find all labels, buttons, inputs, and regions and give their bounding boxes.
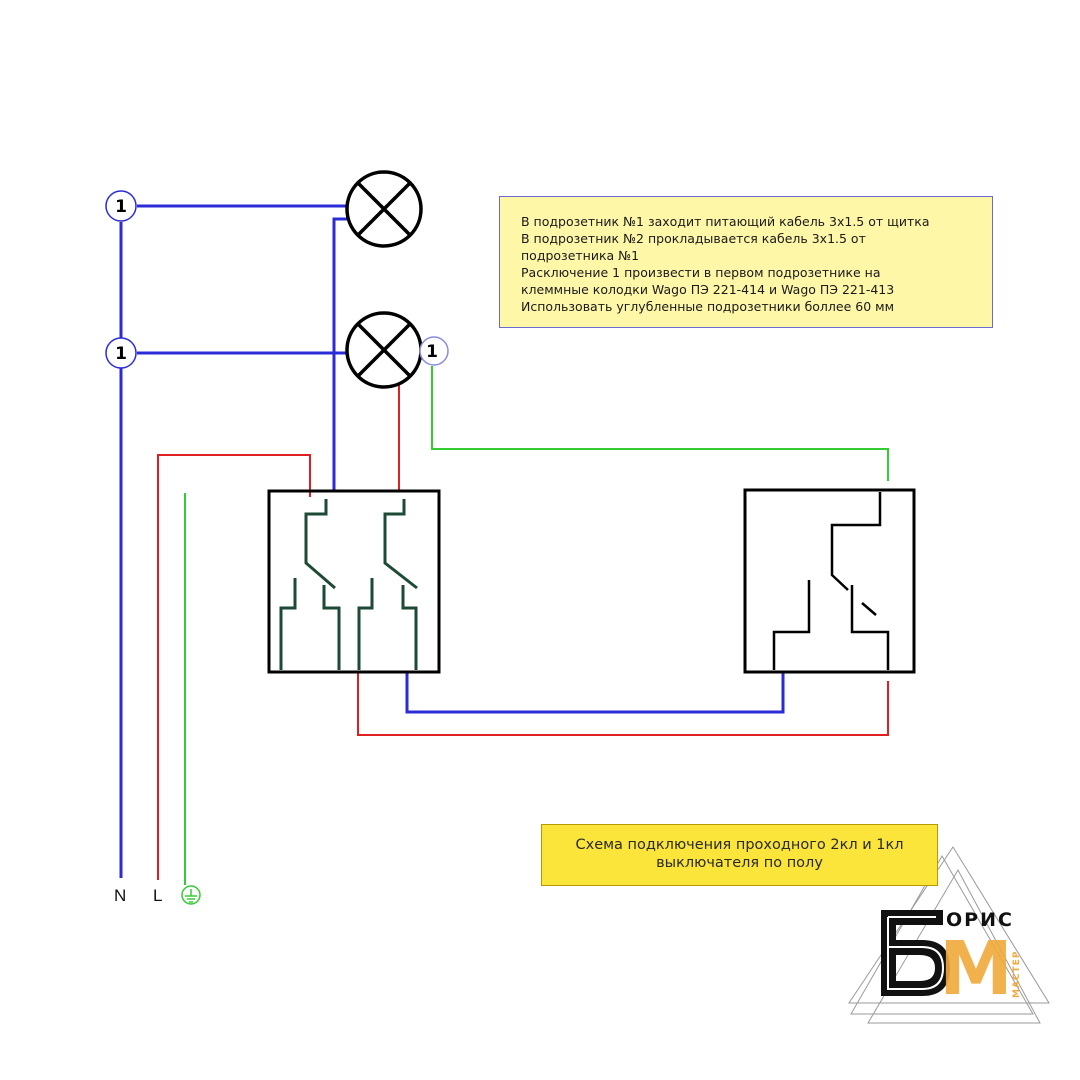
- traveler-wire-red: [357, 673, 889, 736]
- switch-2-box: [743, 488, 916, 674]
- logo-subtitle: МАСТЕР: [1012, 951, 1022, 998]
- traveler-wire-blue: [405, 673, 785, 714]
- logo-word: ОРИС: [946, 909, 1014, 931]
- note-line-2: В подрозетник №2 прокладывается кабель 3…: [521, 231, 866, 246]
- switch-1-box: [267, 489, 441, 674]
- logo-big-letter: М: [939, 926, 1013, 1012]
- junction-node-3-label: 1: [426, 342, 438, 362]
- note-line-5: клеммные колодки Wago ПЭ 221-414 и Wago …: [521, 282, 895, 297]
- diagram-caption: Схема подключения проходного 2кл и 1кл в…: [541, 824, 938, 886]
- junction-node-3-icon: 1: [419, 336, 449, 366]
- logo-letter-b: [881, 910, 950, 996]
- ground-icon: [181, 885, 201, 905]
- line-wires: [157, 385, 889, 880]
- logo-inner-b: [887, 916, 945, 990]
- line-main-wire: [157, 454, 311, 880]
- junction-node-1-icon: 1: [105, 190, 137, 222]
- junction-node-2-icon: 1: [105, 337, 137, 369]
- caption-line-1: Схема подключения проходного 2кл и 1кл: [575, 837, 904, 853]
- ground-wires: [184, 351, 889, 885]
- lamp-2-icon: [345, 311, 423, 389]
- switch-2-contacts: [772, 492, 890, 670]
- junction-node-1-label: 1: [115, 197, 127, 217]
- switch-1-double: [267, 489, 441, 674]
- lamp-1-icon: [345, 170, 423, 248]
- note-line-1: В подрозетник №1 заходит питающий кабель…: [521, 214, 930, 229]
- caption-line-2: выключателя по полу: [656, 855, 823, 871]
- neutral-label: N: [114, 886, 127, 905]
- note-line-6: Использовать углубленные подрозетники бо…: [521, 299, 894, 314]
- switch-2-to-junction: [431, 366, 889, 481]
- note-line-3: подрозетника №1: [521, 248, 640, 263]
- line-label: L: [153, 886, 163, 905]
- note-line-4: Расключение 1 произвести в первом подроз…: [521, 265, 881, 280]
- logo: М ОРИС МАСТЕР: [848, 846, 1050, 1024]
- switch-2-single: [743, 488, 916, 674]
- switch-1-contacts: [279, 499, 418, 670]
- junction-node-2-label: 1: [115, 344, 127, 364]
- info-note: В подрозетник №1 заходит питающий кабель…: [499, 196, 993, 328]
